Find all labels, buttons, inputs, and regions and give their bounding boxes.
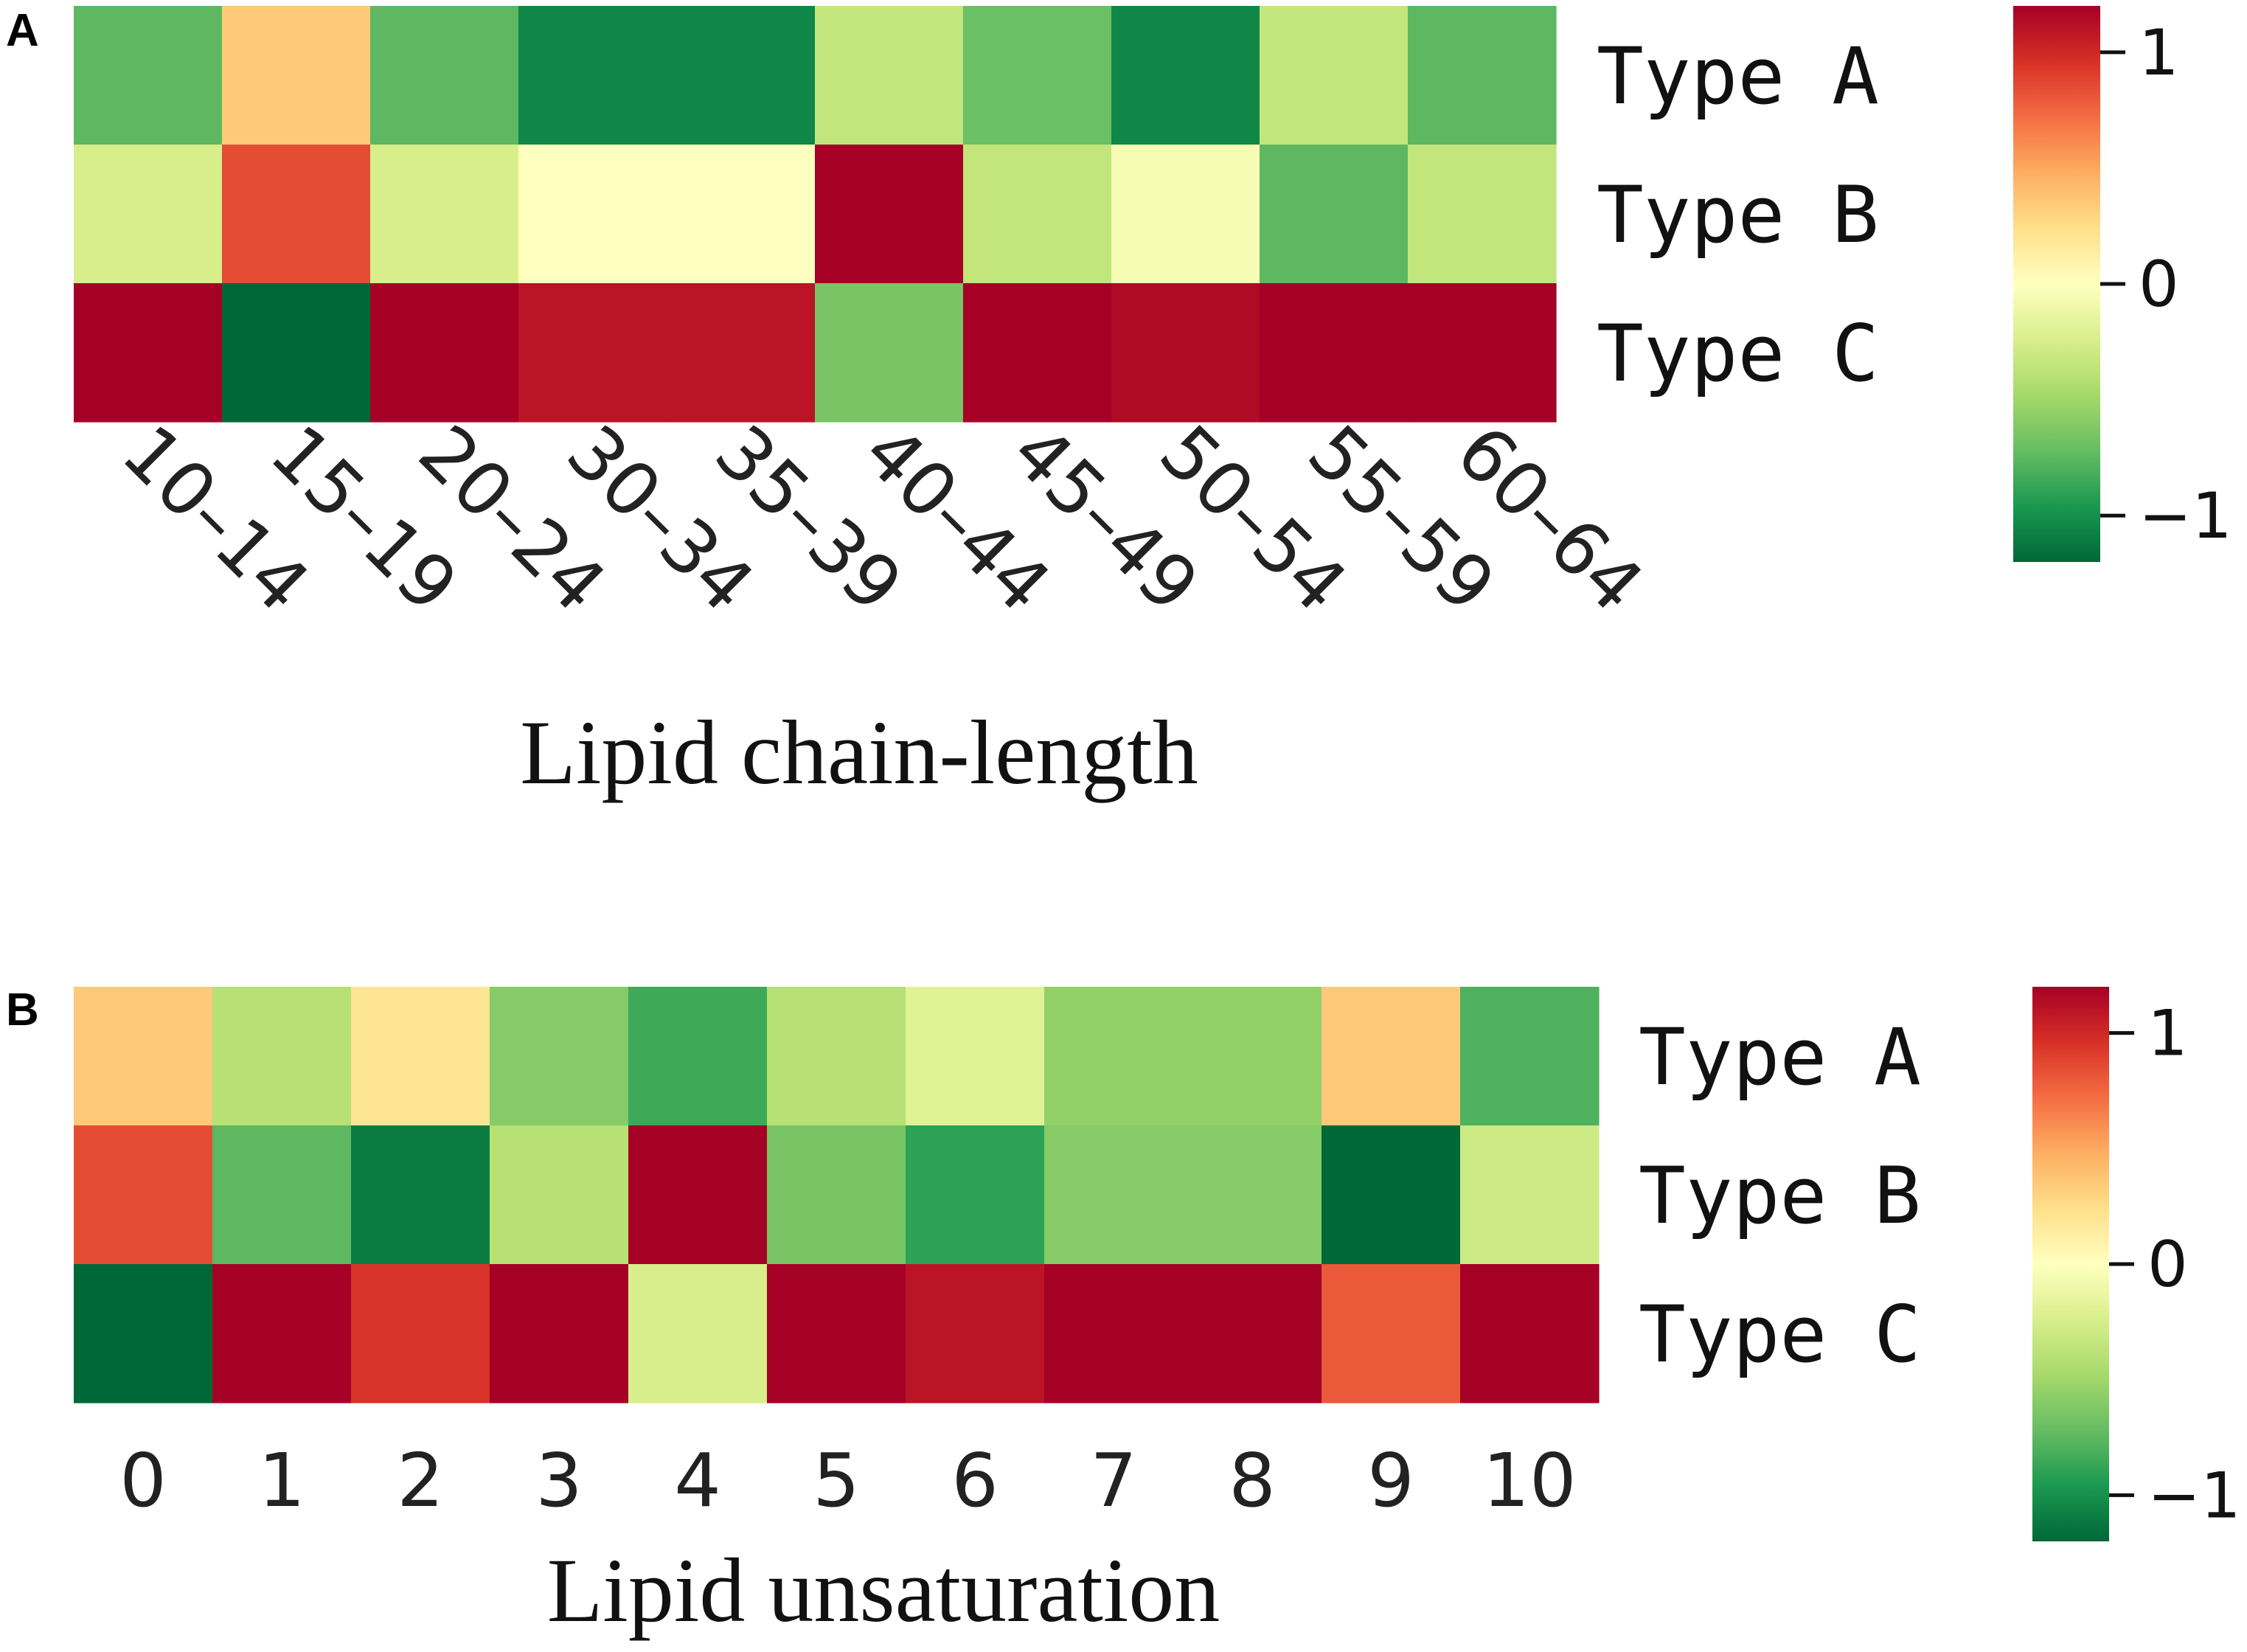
- panel-letter-a: A: [6, 5, 39, 56]
- row-label: Type A: [1597, 31, 1879, 122]
- heatmap-cell: [1322, 1264, 1461, 1403]
- heatmap-cell: [628, 1125, 768, 1265]
- heatmap-cell: [1044, 1264, 1184, 1403]
- heatmap-cell: [1260, 283, 1409, 423]
- row-label: Type C: [1639, 1289, 1921, 1380]
- heatmap-cell: [1111, 6, 1260, 145]
- heatmap-cell: [1408, 6, 1557, 145]
- heatmap-cell: [1408, 283, 1557, 423]
- heatmap-cell: [667, 6, 816, 145]
- heatmap-cell: [74, 6, 223, 145]
- x-tick-label: 3: [535, 1437, 583, 1524]
- heatmap-cell: [74, 283, 223, 423]
- x-tick-label: 6: [951, 1437, 999, 1524]
- x-tick-label: 7: [1090, 1437, 1137, 1524]
- heatmap-cell: [1460, 1125, 1600, 1265]
- colorbar-tick-label: 1: [2147, 997, 2188, 1071]
- heatmap-cell: [815, 6, 964, 145]
- x-tick-label: 0: [119, 1437, 167, 1524]
- heatmap-cell: [667, 145, 816, 284]
- heatmap-cell: [518, 283, 667, 423]
- heatmap-cell: [222, 145, 371, 284]
- heatmap-cell: [490, 1264, 629, 1403]
- heatmap-cell: [1044, 1125, 1184, 1265]
- row-label: Type B: [1639, 1150, 1921, 1241]
- heatmap-cell: [1460, 1264, 1600, 1403]
- row-label: Type B: [1597, 170, 1879, 260]
- heatmap-cell: [963, 145, 1112, 284]
- row-label: Type A: [1639, 1012, 1921, 1103]
- heatmap-cell: [767, 987, 906, 1126]
- x-tick-label: 8: [1229, 1437, 1276, 1524]
- heatmap-cell: [1183, 1125, 1322, 1265]
- heatmap-cell: [212, 1264, 352, 1403]
- heatmap-cell: [370, 283, 519, 423]
- heatmap-cell: [906, 1264, 1045, 1403]
- heatmap-cell: [1322, 1125, 1461, 1265]
- heatmap-cell: [767, 1125, 906, 1265]
- colorbar-tick-label: 0: [2139, 248, 2179, 322]
- heatmap-cell: [351, 1264, 490, 1403]
- heatmap-cell: [222, 6, 371, 145]
- heatmap-cell: [212, 987, 352, 1126]
- colorbar-tick-label: 1: [2139, 16, 2179, 90]
- heatmap-cell: [518, 6, 667, 145]
- panel-b: B Lipid unsaturation Type A Type B Type C 0…: [6, 985, 2241, 1641]
- row-label: Type C: [1597, 308, 1879, 399]
- heatmap-cell: [628, 1264, 768, 1403]
- colorbar-tick-label: 0: [2147, 1228, 2188, 1302]
- heatmap-cell: [815, 283, 964, 423]
- heatmap-cell: [74, 145, 223, 284]
- heatmap-cell: [1322, 987, 1461, 1126]
- heatmap-cell: [906, 987, 1045, 1126]
- heatmap-cell: [767, 1264, 906, 1403]
- colorbar: [2032, 987, 2109, 1541]
- heatmap-cell: [74, 1264, 213, 1403]
- heatmap-cell: [1183, 1264, 1322, 1403]
- x-tick-label: 2: [397, 1437, 444, 1524]
- colorbar-tick-label: −1: [2147, 1459, 2241, 1533]
- x-tick-label: 5: [813, 1437, 860, 1524]
- colorbar-tick-label: −1: [2139, 479, 2232, 553]
- heatmap-cell: [351, 987, 490, 1126]
- x-tick-label: 10: [1482, 1437, 1576, 1524]
- heatmap-cell: [963, 283, 1112, 423]
- heatmap-cell: [667, 283, 816, 423]
- heatmap-cell: [74, 1125, 213, 1265]
- x-tick-label: 4: [674, 1437, 721, 1524]
- heatmap-cell: [1111, 145, 1260, 284]
- heatmap-cell: [628, 987, 768, 1126]
- heatmap-cell: [1260, 6, 1409, 145]
- x-tick-label: 1: [258, 1437, 305, 1524]
- heatmap-cell: [490, 987, 629, 1126]
- x-axis-title-b: Lipid unsaturation: [547, 1540, 1220, 1641]
- heatmap-cell: [351, 1125, 490, 1265]
- heatmap-cell: [963, 6, 1112, 145]
- heatmap-cell: [490, 1125, 629, 1265]
- heatmap-cell: [222, 283, 371, 423]
- heatmap-cell: [1260, 145, 1409, 284]
- heatmap-cell: [370, 145, 519, 284]
- colorbar: [2013, 6, 2100, 562]
- heatmap-cell: [1044, 987, 1184, 1126]
- heatmap-cell: [1460, 987, 1600, 1126]
- heatmap-cell: [1111, 283, 1260, 423]
- heatmap-cell: [815, 145, 964, 284]
- x-axis-title-a: Lipid chain-length: [520, 702, 1198, 803]
- heatmap-cell: [1183, 987, 1322, 1126]
- x-tick-label: 9: [1367, 1437, 1414, 1524]
- heatmap-cell: [370, 6, 519, 145]
- heatmap-cell: [518, 145, 667, 284]
- heatmap-cell: [74, 987, 213, 1126]
- panel-a: A Lipid chain-length Type A Type B Type C 1…: [6, 5, 2232, 803]
- heatmap-cell: [1408, 145, 1557, 284]
- heatmap-cell: [906, 1125, 1045, 1265]
- heatmap-cell: [212, 1125, 352, 1265]
- panel-letter-b: B: [6, 985, 39, 1035]
